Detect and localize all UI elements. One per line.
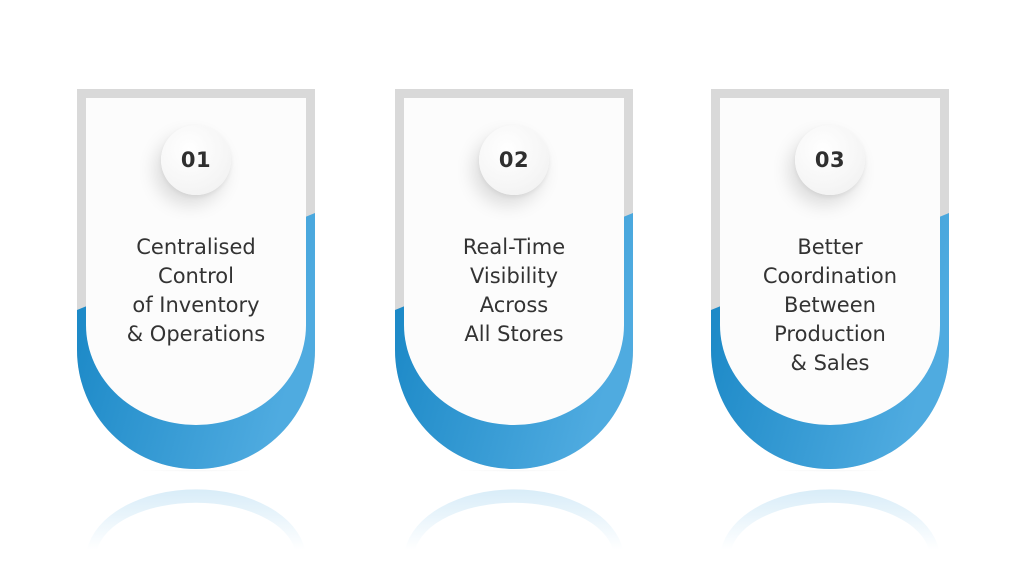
card-label: Better Coordination Between Production &… (731, 233, 929, 378)
label-line: Production (774, 322, 886, 346)
card-shape (395, 89, 633, 469)
step-number-badge: 01 (161, 125, 231, 195)
label-line: Across (479, 293, 549, 317)
card-reflection-3 (721, 470, 939, 550)
step-number: 02 (498, 148, 530, 172)
label-line: of Inventory (132, 293, 260, 317)
step-number: 03 (814, 148, 846, 172)
label-line: Coordination (762, 264, 898, 288)
label-line: Real-Time (462, 235, 566, 259)
label-line: & Sales (790, 351, 870, 375)
label-line: Centralised (136, 235, 256, 259)
label-line: Visibility (469, 264, 558, 288)
label-line: Between (784, 293, 876, 317)
feature-card-3: 03 Better Coordination Between Productio… (711, 89, 949, 469)
card-label: Centralised Control of Inventory & Opera… (97, 233, 295, 349)
card-reflection-2 (405, 470, 623, 550)
feature-card-1: 01 Centralised Control of Inventory & Op… (77, 89, 315, 469)
card-reflection-1 (87, 470, 305, 550)
label-line: Better (797, 235, 863, 259)
feature-card-2: 02 Real-Time Visibility Across All Store… (395, 89, 633, 469)
step-number-badge: 03 (795, 125, 865, 195)
label-line: & Operations (126, 322, 266, 346)
label-line: Control (158, 264, 234, 288)
step-number-badge: 02 (479, 125, 549, 195)
card-label: Real-Time Visibility Across All Stores (415, 233, 613, 349)
step-number: 01 (180, 148, 212, 172)
label-line: All Stores (464, 322, 564, 346)
